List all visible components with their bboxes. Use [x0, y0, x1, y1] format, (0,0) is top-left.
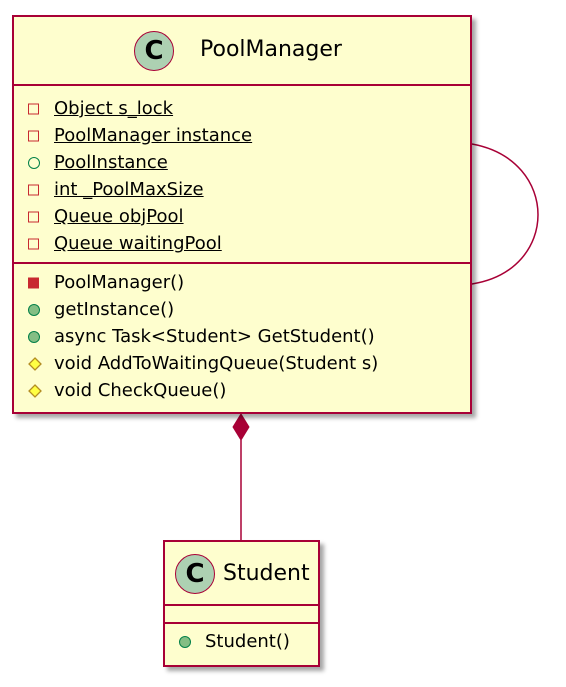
class-method[interactable]: PoolManager(): [28, 269, 470, 296]
field-text: PoolManager instance: [54, 125, 253, 146]
class-method[interactable]: getInstance(): [28, 296, 470, 323]
public-visibility-icon: [28, 156, 40, 169]
class-icon: C: [175, 554, 215, 594]
public-visibility-icon: [28, 303, 40, 316]
private-visibility-icon: [28, 130, 39, 141]
private-visibility-icon: [28, 238, 39, 249]
class-student-header: C Student: [165, 542, 318, 606]
class-field[interactable]: Queue waitingPool: [28, 230, 470, 257]
method-text: Student(): [205, 631, 290, 652]
protected-visibility-icon: [28, 356, 42, 371]
class-field[interactable]: PoolInstance: [28, 149, 470, 176]
private-visibility-icon: [28, 103, 39, 114]
private-visibility-icon: [28, 184, 39, 195]
class-poolmanager-header: C PoolManager: [14, 17, 470, 86]
class-student[interactable]: C Student Student(): [163, 540, 320, 667]
class-method[interactable]: void CheckQueue(): [28, 377, 470, 404]
method-text: PoolManager(): [54, 272, 185, 293]
method-text: void CheckQueue(): [54, 380, 227, 401]
methods-section: Student(): [165, 624, 318, 655]
private-visibility-icon: [28, 211, 39, 222]
class-field[interactable]: int _PoolMaxSize: [28, 176, 470, 203]
field-text: PoolInstance: [54, 152, 168, 173]
class-name: Student: [223, 561, 310, 586]
self-association-line: [471, 143, 539, 285]
class-method[interactable]: void AddToWaitingQueue(Student s): [28, 350, 470, 377]
field-text: Object s_lock: [54, 98, 174, 119]
protected-visibility-icon: [28, 383, 42, 398]
fields-section: [165, 606, 318, 624]
field-text: int _PoolMaxSize: [54, 179, 204, 200]
public-visibility-icon: [28, 330, 40, 343]
class-icon: C: [134, 31, 174, 71]
method-text: void AddToWaitingQueue(Student s): [54, 353, 379, 374]
class-method[interactable]: Student(): [179, 628, 318, 655]
method-text: getInstance(): [54, 299, 175, 320]
method-text: async Task<Student> GetStudent(): [54, 326, 375, 347]
field-text: Queue waitingPool: [54, 233, 222, 254]
class-name: PoolManager: [200, 37, 342, 62]
class-field[interactable]: Queue objPool: [28, 203, 470, 230]
field-text: Queue objPool: [54, 206, 184, 227]
public-visibility-icon: [179, 635, 191, 648]
class-method[interactable]: async Task<Student> GetStudent(): [28, 323, 470, 350]
methods-section: PoolManager() getInstance() async Task<Stu…: [14, 264, 470, 404]
class-field[interactable]: PoolManager instance: [28, 122, 470, 149]
class-field[interactable]: Object s_lock: [28, 95, 470, 122]
composition-diamond: [232, 413, 250, 441]
private-visibility-icon: [28, 277, 39, 288]
